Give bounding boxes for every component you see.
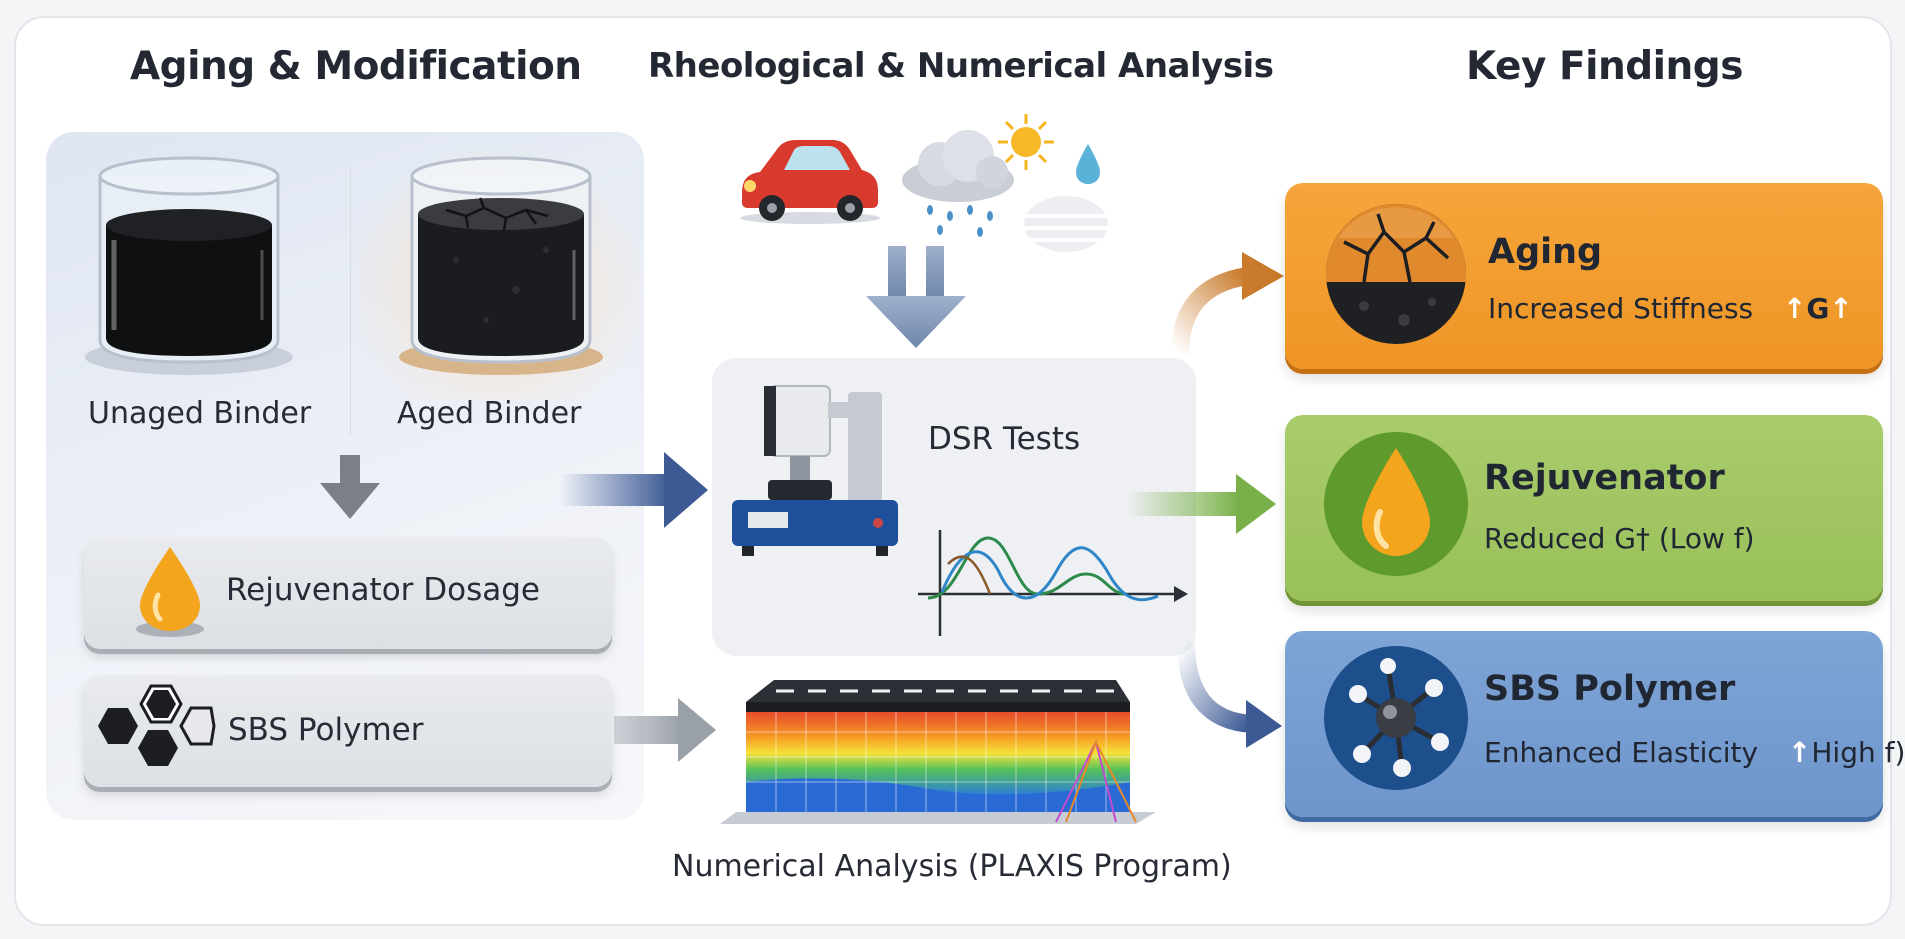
cracked-binder-icon — [1326, 204, 1466, 344]
dsr-tests-label: DSR Tests — [928, 421, 1081, 457]
unaged-binder-jar-icon — [85, 156, 293, 375]
arrow-to-aging-icon — [1171, 252, 1284, 355]
up-arrow-icon: ↑ — [1782, 292, 1807, 325]
unaged-binder-label: Unaged Binder — [88, 396, 312, 431]
numerical-analysis-label: Numerical Analysis (PLAXIS Program) — [672, 849, 1232, 884]
header-rheological-numerical: Rheological & Numerical Analysis — [648, 46, 1274, 86]
water-drop-icon — [1076, 144, 1100, 184]
aging-finding-g-symbol: G — [1806, 292, 1830, 325]
fog-icon — [1024, 196, 1108, 252]
up-arrow-icon: ↑ — [1829, 292, 1853, 325]
sbs-finding-high-f: High f) — [1811, 736, 1905, 769]
aging-finding-text: Increased Stiffness — [1488, 292, 1754, 325]
double-down-arrow-icon — [866, 246, 966, 348]
aging-finding-description: Increased Stiffness ↑G↑ — [1488, 292, 1853, 325]
plaxis-model-icon — [720, 680, 1156, 824]
down-arrow-icon — [320, 455, 380, 519]
sbs-finding-description: Enhanced Elasticity ↑High f) — [1484, 736, 1905, 769]
aged-binder-label: Aged Binder — [397, 396, 582, 431]
header-aging-modification: Aging & Modification — [130, 44, 582, 89]
arrow-to-dsr-icon — [560, 452, 708, 528]
arrow-to-rejuvenator-icon — [1126, 474, 1276, 534]
aging-finding-title: Aging — [1488, 232, 1603, 272]
rejuvenator-finding-title: Rejuvenator — [1484, 458, 1725, 498]
oil-drop-icon — [136, 547, 204, 637]
arrow-to-sbs-icon — [1177, 641, 1282, 748]
arrow-to-numerical-icon — [614, 698, 716, 762]
up-arrow-icon: ↑ — [1787, 736, 1812, 769]
rain-cloud-icon — [902, 130, 1014, 237]
sun-icon — [998, 114, 1054, 170]
aged-binder-jar-icon — [399, 156, 603, 375]
polymer-molecule-icon — [1324, 646, 1468, 790]
rejuvenator-finding-description: Reduced G† (Low f) — [1484, 522, 1755, 555]
sbs-finding-title: SBS Polymer — [1484, 669, 1736, 709]
rheometer-icon — [732, 385, 898, 556]
hexagon-polymer-icon — [98, 684, 216, 766]
binder-divider — [350, 165, 351, 435]
waveform-chart-icon — [918, 530, 1188, 636]
car-icon — [740, 140, 880, 224]
rejuvenator-dosage-label: Rejuvenator Dosage — [226, 572, 540, 608]
sbs-finding-text: Enhanced Elasticity — [1484, 736, 1759, 769]
header-key-findings: Key Findings — [1466, 44, 1743, 89]
sbs-polymer-label: SBS Polymer — [228, 712, 424, 748]
oil-drop-icon — [1324, 432, 1468, 576]
